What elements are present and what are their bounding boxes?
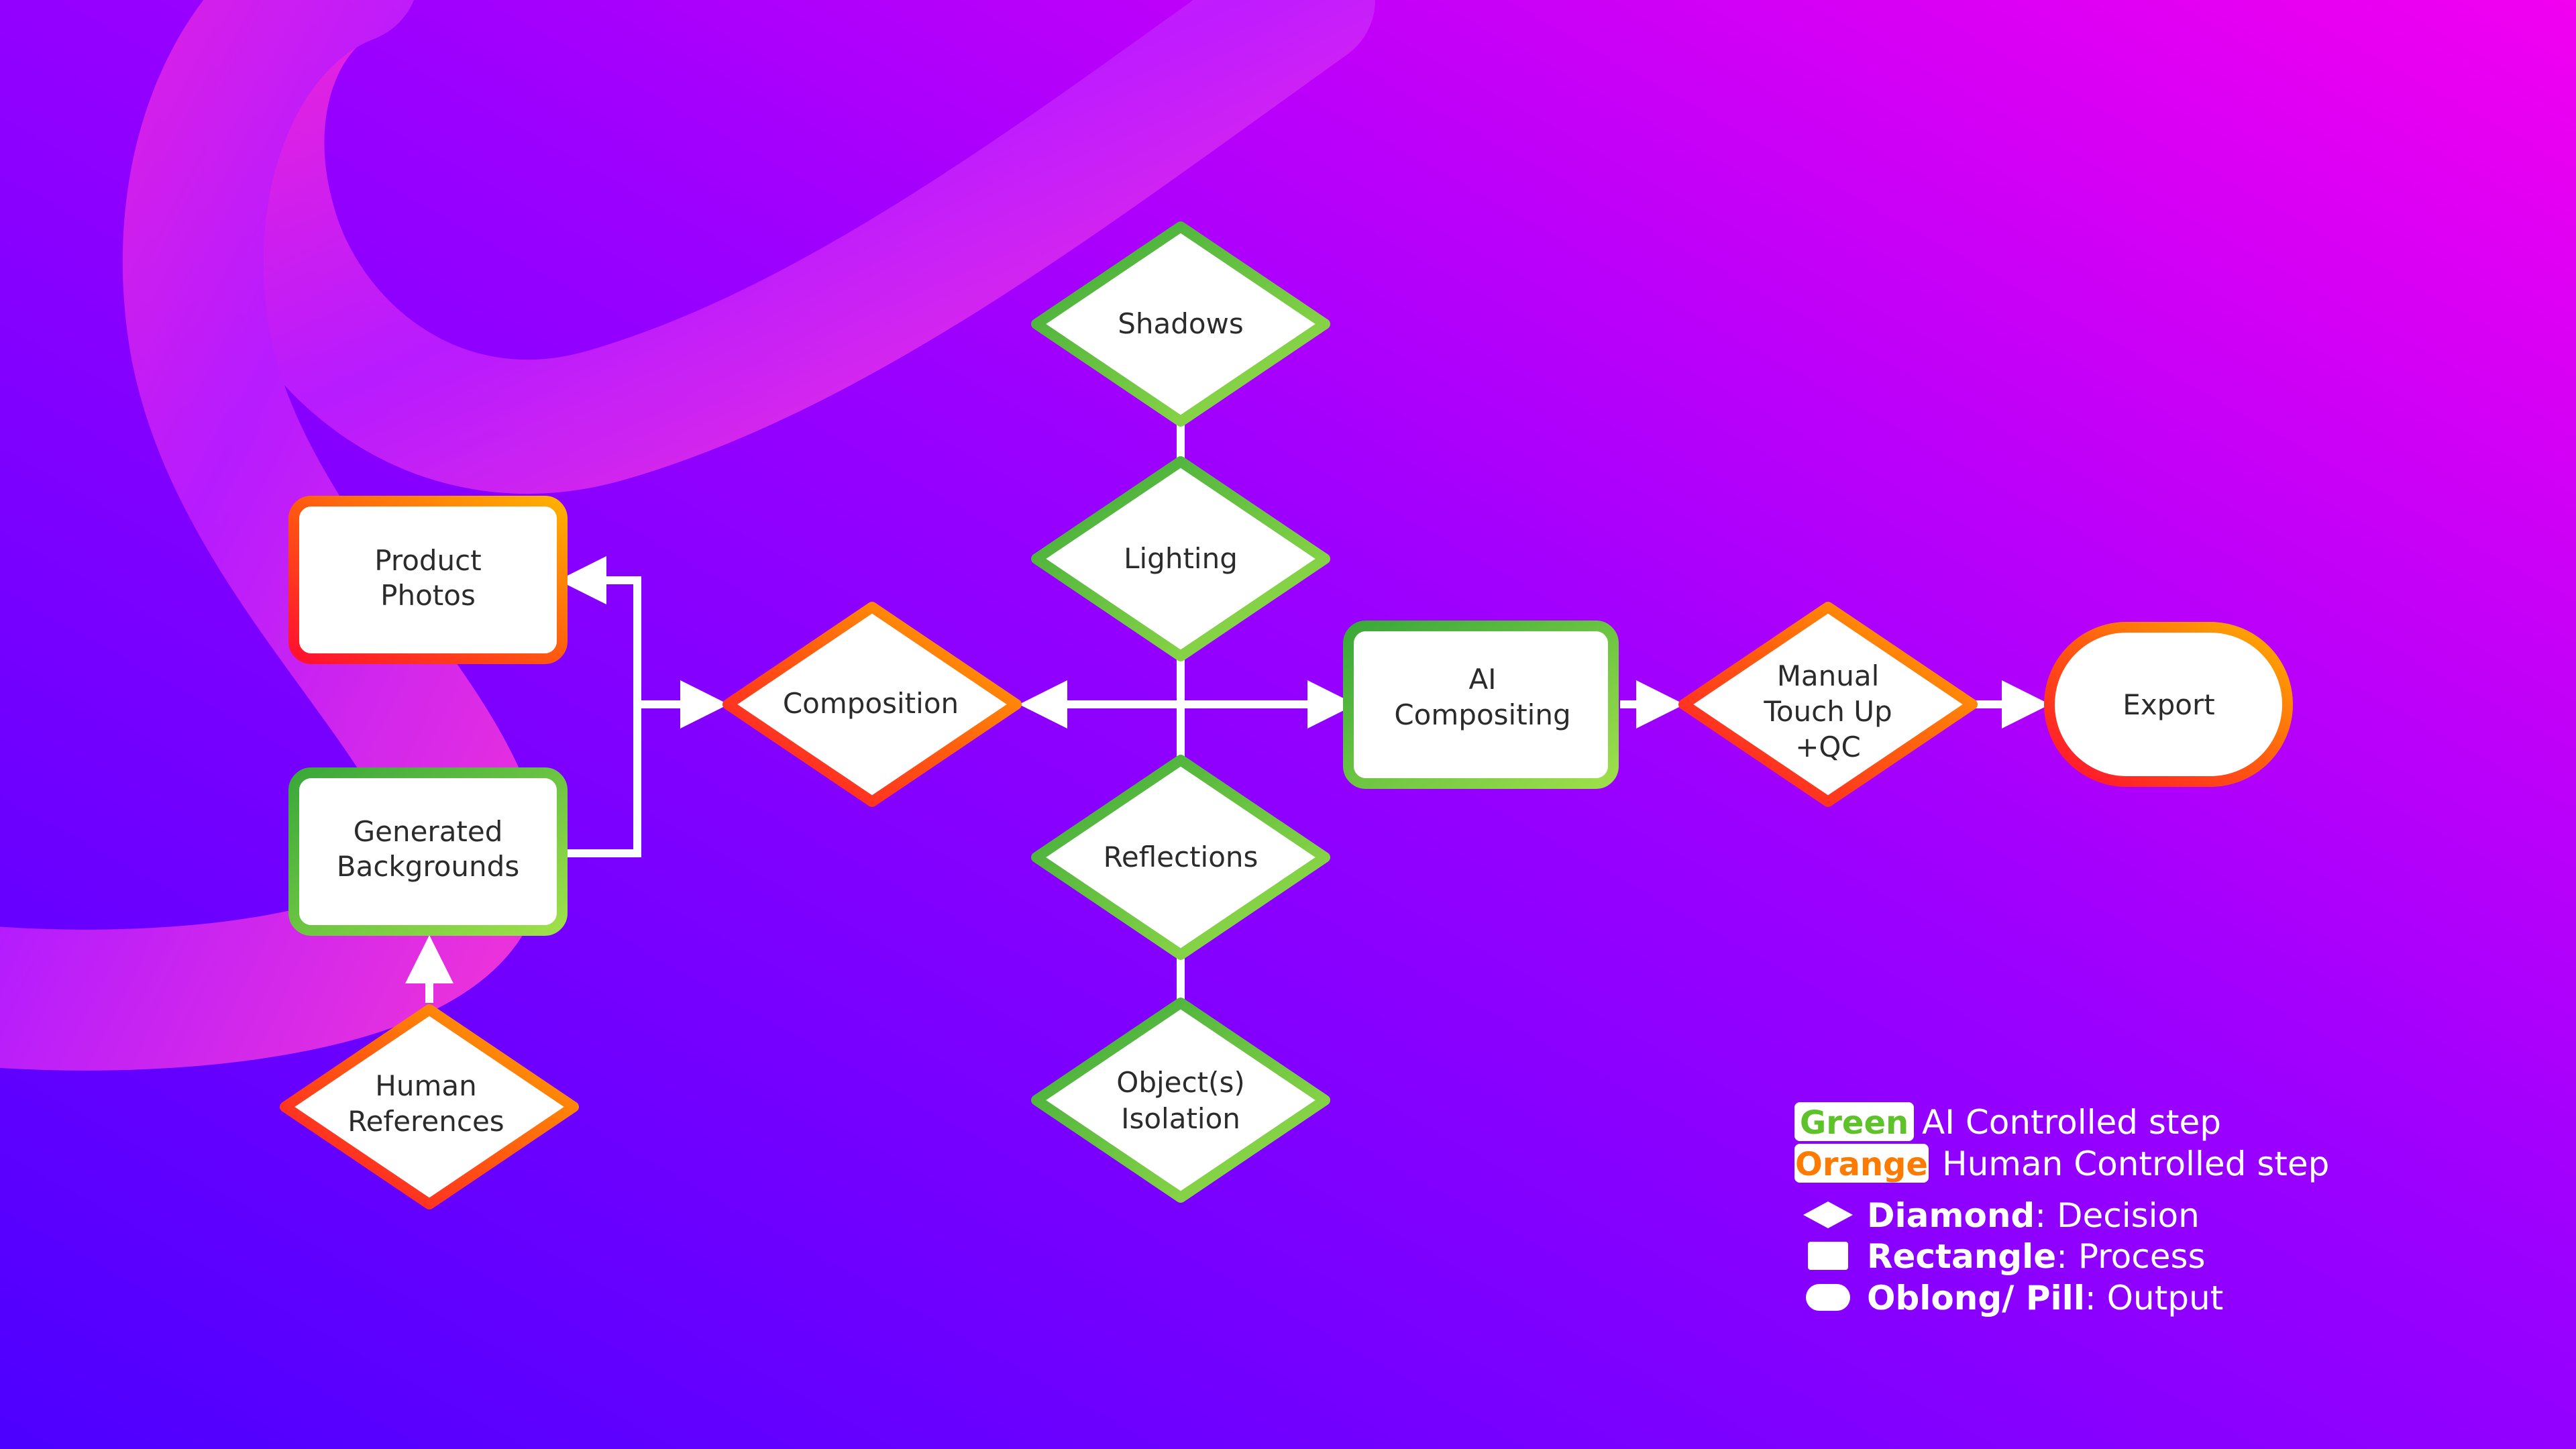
node-object-isolation-label: Object(s) [1116, 1066, 1244, 1099]
legend-diamond-row: Diamond: Decision [1867, 1196, 2200, 1235]
node-lighting[interactable]: Lighting [1031, 456, 1330, 661]
node-ai-compositing-label: AI [1468, 663, 1496, 696]
node-reflections-label: Reflections [1104, 841, 1258, 873]
legend-rectangle-icon [1808, 1242, 1848, 1270]
legend-orange-chip [1794, 1144, 1929, 1183]
legend-pill-label: Oblong/ Pill [1867, 1279, 2085, 1318]
node-lighting-label: Lighting [1124, 542, 1238, 575]
node-generated-backgrounds-label: Generated [354, 815, 503, 848]
legend-diamond-desc: : Decision [2035, 1196, 2200, 1235]
legend-orange-desc: Human Controlled step [1942, 1144, 2329, 1183]
node-ai-compositing[interactable]: AI Compositing [1343, 621, 1619, 789]
node-object-isolation-shape [1031, 998, 1330, 1203]
node-shadows-shape [1031, 221, 1330, 427]
legend-diamond-icon [1803, 1201, 1853, 1228]
node-composition[interactable]: Composition [722, 602, 1022, 807]
legend-diamond-label: Diamond [1867, 1196, 2035, 1235]
legend-green-desc: AI Controlled step [1922, 1103, 2221, 1142]
node-shadows[interactable]: Shadows [1031, 221, 1330, 427]
node-human-references-shape [280, 1004, 579, 1210]
legend-orange-label: Orange [1795, 1146, 1928, 1183]
node-object-isolation[interactable]: Object(s) Isolation [1031, 998, 1330, 1203]
node-human-references-label-2: References [347, 1105, 504, 1138]
node-export-shape [2044, 622, 2293, 787]
connector-backgrounds-to-junction [564, 704, 641, 857]
legend-green-chip [1794, 1102, 1914, 1141]
node-generated-backgrounds-shape [288, 767, 568, 936]
node-ai-compositing-label-2: Compositing [1394, 698, 1570, 731]
connector-to-product-photos [558, 556, 641, 704]
node-human-references[interactable]: Human References [280, 1004, 579, 1210]
node-product-photos-shape [288, 496, 568, 664]
node-ai-compositing-shape [1343, 621, 1619, 789]
node-manual-touch-up[interactable]: Manual Touch Up +QC [1678, 602, 1978, 807]
legend-pill-row: Oblong/ Pill: Output [1867, 1279, 2223, 1318]
node-human-references-label: Human [375, 1069, 476, 1102]
legend-pill-desc: : Output [2085, 1279, 2223, 1318]
node-generated-backgrounds-label-2: Backgrounds [337, 850, 519, 883]
node-product-photos-label-2: Photos [380, 579, 476, 612]
legend-rectangle-desc: : Process [2056, 1237, 2205, 1276]
node-product-photos-label: Product [374, 544, 481, 577]
node-product-photos[interactable]: Product Photos [288, 496, 568, 664]
legend-pill-icon [1806, 1284, 1850, 1311]
node-export[interactable]: Export [2044, 622, 2293, 787]
node-composition-label: Composition [783, 687, 959, 720]
node-shadows-label: Shadows [1118, 307, 1244, 340]
node-manual-touch-up-label-2: Touch Up [1763, 695, 1892, 728]
node-lighting-shape [1031, 456, 1330, 661]
node-manual-touch-up-shape [1678, 602, 1978, 807]
legend-green-label: Green [1800, 1104, 1909, 1142]
node-reflections[interactable]: Reflections [1031, 755, 1330, 960]
decorative-ribbon [0, 0, 1375, 1071]
node-object-isolation-label-2: Isolation [1121, 1102, 1240, 1135]
node-composition-shape [722, 602, 1022, 807]
node-generated-backgrounds[interactable]: Generated Backgrounds [288, 767, 568, 936]
node-manual-touch-up-label: Manual [1777, 659, 1880, 692]
node-manual-touch-up-label-3: +QC [1795, 731, 1861, 763]
legend-rectangle-row: Rectangle: Process [1867, 1237, 2206, 1276]
legend-rectangle-label: Rectangle [1867, 1237, 2056, 1276]
legend: Green AI Controlled step Orange Human Co… [1794, 1102, 2329, 1318]
node-export-label: Export [2123, 688, 2214, 721]
node-reflections-shape [1031, 755, 1330, 960]
